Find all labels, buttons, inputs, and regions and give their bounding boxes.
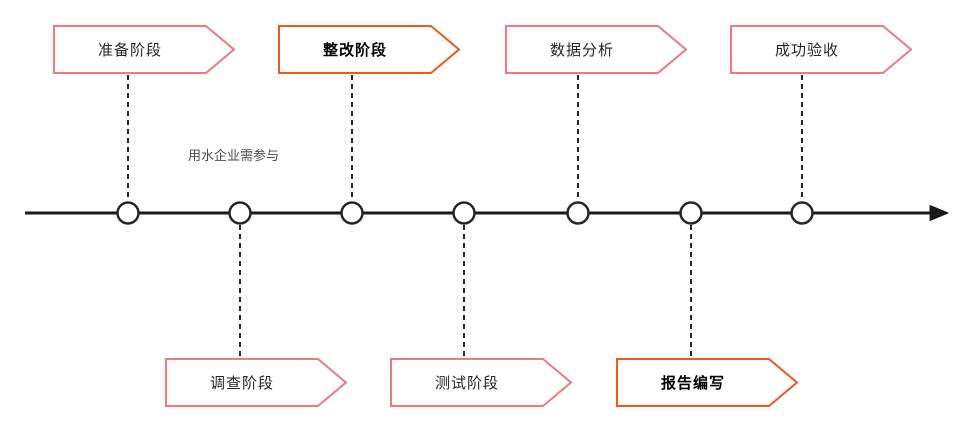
stage-shape-rectification[interactable]: 整改阶段 bbox=[278, 25, 460, 74]
milestone-node[interactable] bbox=[566, 201, 590, 225]
pennant-outline bbox=[165, 358, 347, 407]
stage-label: 数据分析 bbox=[549, 42, 614, 59]
pennant-outline bbox=[505, 25, 687, 74]
milestone-node[interactable] bbox=[679, 201, 703, 225]
stage-shape-data-analysis[interactable]: 数据分析 bbox=[505, 25, 687, 74]
stage-shape-preparation[interactable]: 准备阶段 bbox=[53, 25, 235, 74]
milestone-node[interactable] bbox=[116, 201, 140, 225]
stage-label: 准备阶段 bbox=[97, 42, 162, 59]
pennant-outline bbox=[616, 358, 798, 407]
stage-shape-report-writing[interactable]: 报告编写 bbox=[616, 358, 798, 407]
annotation-text: 用水企业需参与 bbox=[188, 148, 280, 163]
milestone-node[interactable] bbox=[790, 201, 814, 225]
pennant-outline bbox=[730, 25, 912, 74]
stage-label: 调查阶段 bbox=[209, 375, 274, 392]
pennant-outline bbox=[53, 25, 235, 74]
pennant-outline bbox=[390, 358, 572, 407]
milestone-node[interactable] bbox=[340, 201, 364, 225]
milestone-node[interactable] bbox=[228, 201, 252, 225]
arrowhead-icon bbox=[929, 205, 949, 221]
stage-label: 报告编写 bbox=[660, 375, 725, 392]
stage-shape-testing[interactable]: 测试阶段 bbox=[390, 358, 572, 407]
stage-label: 测试阶段 bbox=[434, 375, 499, 392]
stage-shape-acceptance[interactable]: 成功验收 bbox=[730, 25, 912, 74]
stage-label: 整改阶段 bbox=[322, 42, 387, 59]
stage-label: 成功验收 bbox=[774, 42, 839, 59]
milestone-node[interactable] bbox=[452, 201, 476, 225]
pennant-outline bbox=[278, 25, 460, 74]
stage-shape-investigation[interactable]: 调查阶段 bbox=[165, 358, 347, 407]
